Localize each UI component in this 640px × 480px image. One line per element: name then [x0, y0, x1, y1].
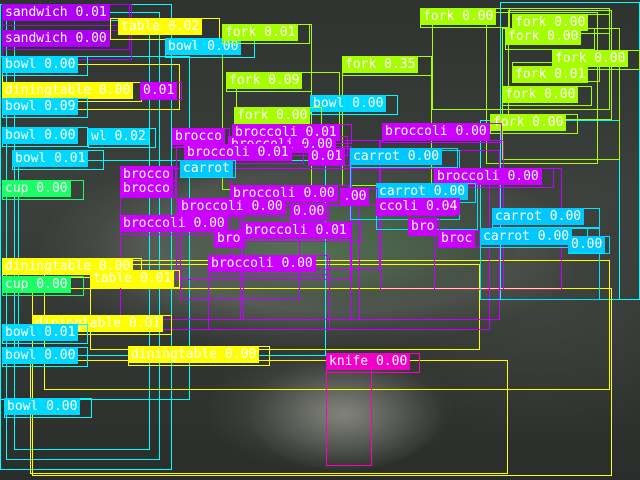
- detection-label-fork: fork 0.00: [234, 107, 311, 124]
- detection-label-bowl: bowl 0.00: [165, 38, 242, 55]
- detection-label-sandwich: sandwich 0.00: [2, 30, 110, 47]
- detection-label-bowl: wl 0.02: [88, 128, 149, 145]
- detection-label-broccoli: broccoli 0.00: [120, 215, 228, 232]
- detection-label-sandwich: sandwich 0.01: [2, 4, 110, 21]
- detection-label-bowl: bowl 0.00: [310, 95, 387, 112]
- detection-label-broccoli: 0.01: [140, 82, 178, 99]
- detection-label-fork: fork 0.35: [342, 56, 419, 73]
- detection-label-fork: fork 0.00: [512, 14, 589, 31]
- detection-label-carrot: carrot 0.00: [376, 183, 469, 200]
- detection-label-fork: fork 0.00: [490, 114, 567, 131]
- spoon-shape: [250, 360, 440, 470]
- detection-label-fork: fork 0.00: [502, 86, 579, 103]
- detection-label-broccoli: broccoli 0.00: [382, 123, 490, 140]
- detection-label-fork: fork 0.01: [222, 24, 299, 41]
- detection-label-broccoli: brocco: [172, 128, 225, 145]
- detection-label-broccoli: bro: [214, 230, 244, 247]
- detection-label-broccoli: bro: [408, 218, 438, 235]
- detection-label-carrot: 0.00: [568, 236, 606, 253]
- detection-label-carrot: carrot: [180, 160, 233, 177]
- detection-label-fork: fork 0.00: [420, 8, 497, 25]
- detection-label-diningtable: table 0.01: [90, 270, 175, 287]
- detection-label-broccoli: 0.01: [308, 148, 346, 165]
- detection-label-cup: cup 0.00: [2, 180, 71, 197]
- detection-label-broccoli: brocco: [120, 166, 173, 183]
- detection-label-bowl: bowl 0.01: [2, 324, 79, 341]
- detection-label-cup: cup 0.00: [2, 276, 71, 293]
- detection-label-bowl: bowl 0.00: [4, 398, 81, 415]
- detection-label-broccoli: ccoli 0.04: [376, 198, 461, 215]
- detection-label-bowl: bowl 0.00: [2, 56, 79, 73]
- detection-label-broccoli: broc: [438, 230, 476, 247]
- detection-label-broccoli: brocco: [120, 180, 173, 197]
- detection-label-broccoli: broccoli 0.01: [184, 144, 292, 161]
- bbox-frame-fork: [486, 12, 598, 164]
- bbox-frame-knife: [326, 364, 372, 466]
- detection-label-carrot: carrot 0.00: [480, 228, 573, 245]
- detection-label-fork: fork 0.01: [512, 66, 589, 83]
- detection-label-broccoli: broccoli 0.01: [242, 222, 350, 239]
- detection-label-bowl: bowl 0.09: [2, 98, 79, 115]
- detection-label-broccoli: broccoli 0.00: [230, 185, 338, 202]
- detection-label-diningtable: diningtable 0.00: [128, 346, 260, 363]
- detection-label-knife: knife 0.00: [326, 353, 411, 370]
- detection-label-diningtable: table 0.02: [118, 18, 203, 35]
- detection-label-broccoli: 0.00: [290, 203, 328, 220]
- detection-label-broccoli: broccoli 0.00: [178, 198, 286, 215]
- detection-label-carrot: carrot 0.00: [350, 148, 443, 165]
- detection-label-bowl: bowl 0.01: [12, 150, 89, 167]
- detection-label-diningtable: diningtable 0.00: [2, 82, 134, 99]
- detection-label-broccoli: .00: [340, 188, 370, 205]
- detection-label-broccoli: broccoli 0.00: [434, 168, 542, 185]
- detection-label-broccoli: broccoli 0.00: [208, 255, 316, 272]
- detection-label-bowl: bowl 0.00: [2, 347, 79, 364]
- detection-label-carrot: carrot 0.00: [492, 208, 585, 225]
- detection-label-fork: fork 0.09: [226, 72, 303, 89]
- detection-label-bowl: bowl 0.00: [2, 127, 79, 144]
- detection-label-fork: fork 0.00: [505, 28, 582, 45]
- bbox-frame-diningtable: [32, 288, 612, 476]
